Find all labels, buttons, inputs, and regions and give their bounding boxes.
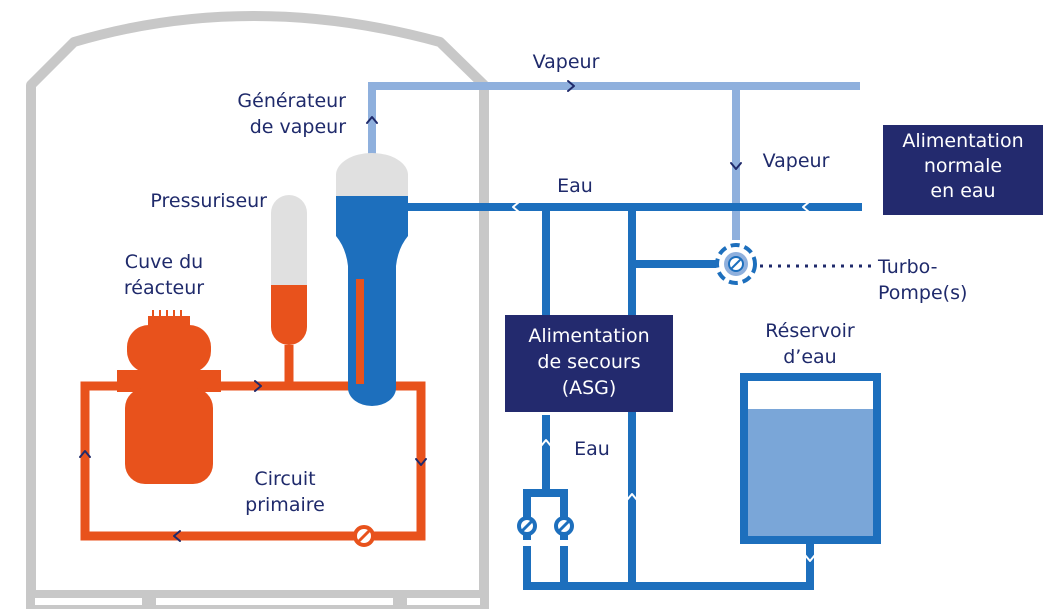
arrow-primary-right xyxy=(254,380,262,392)
arrow-tank-down xyxy=(804,554,816,562)
normal-feed-box xyxy=(883,125,1043,215)
arrow-steam-down xyxy=(730,162,742,170)
normal-feed-line1: Alimentation xyxy=(902,130,1023,152)
arrow-steam-right xyxy=(567,80,575,92)
reactor-vessel-label-2: réacteur xyxy=(124,277,204,299)
arrow-steam-up xyxy=(366,116,378,124)
emergency-feed-box xyxy=(505,315,673,412)
normal-feed-line3: en eau xyxy=(930,180,995,202)
turbopump-icon xyxy=(715,243,757,285)
containment-base-right xyxy=(399,590,488,609)
reactor-vessel-label-1: Cuve du xyxy=(125,251,203,273)
steam-generator xyxy=(336,153,408,406)
water-tank-level xyxy=(748,409,873,536)
primary-circuit-label-2: primaire xyxy=(245,494,325,516)
water-top-label: Eau xyxy=(557,175,593,197)
steam-lines xyxy=(368,82,860,240)
pressurizer-label: Pressuriseur xyxy=(150,190,267,212)
steam-top-label: Vapeur xyxy=(533,51,600,73)
asg-pump-left-icon xyxy=(517,516,537,536)
arrow-feed-left xyxy=(802,201,810,213)
water-asg-label: Eau xyxy=(574,438,610,460)
water-tank-body xyxy=(740,373,881,544)
arrow-water-left xyxy=(512,201,520,213)
flow-arrows xyxy=(79,80,816,562)
containment-outline xyxy=(26,11,489,609)
containment-base-mid xyxy=(148,590,401,609)
arrow-primary-up xyxy=(79,450,91,458)
turbopump-label-1: Turbo- xyxy=(877,256,937,278)
steam-right-label: Vapeur xyxy=(763,150,830,172)
normal-feed-line2: normale xyxy=(924,155,1002,177)
emergency-feed-line2: de secours xyxy=(537,351,640,373)
reactor-vessel xyxy=(117,316,221,484)
reactor-control-rods xyxy=(152,310,182,318)
turbopump-label-2: Pompe(s) xyxy=(878,282,967,304)
primary-pump-icon xyxy=(353,525,375,547)
water-tank-label-1: Réservoir xyxy=(765,320,855,342)
arrow-primary-left xyxy=(173,530,181,542)
steam-generator-label-1: Générateur xyxy=(237,90,346,112)
emergency-feed-line1: Alimentation xyxy=(528,325,649,347)
water-tank-label-2: d’eau xyxy=(783,346,836,368)
primary-circuit-label-1: Circuit xyxy=(254,468,315,490)
arrow-asg2-up xyxy=(626,493,638,501)
pressurizer xyxy=(271,195,307,345)
containment-base-left xyxy=(27,590,150,609)
arrow-primary-down xyxy=(415,458,427,466)
steam-generator-label-2: de vapeur xyxy=(250,116,346,138)
emergency-feed-line3: (ASG) xyxy=(562,377,617,399)
arrow-asg-up xyxy=(540,439,552,447)
asg-pump-right-icon xyxy=(554,516,574,536)
